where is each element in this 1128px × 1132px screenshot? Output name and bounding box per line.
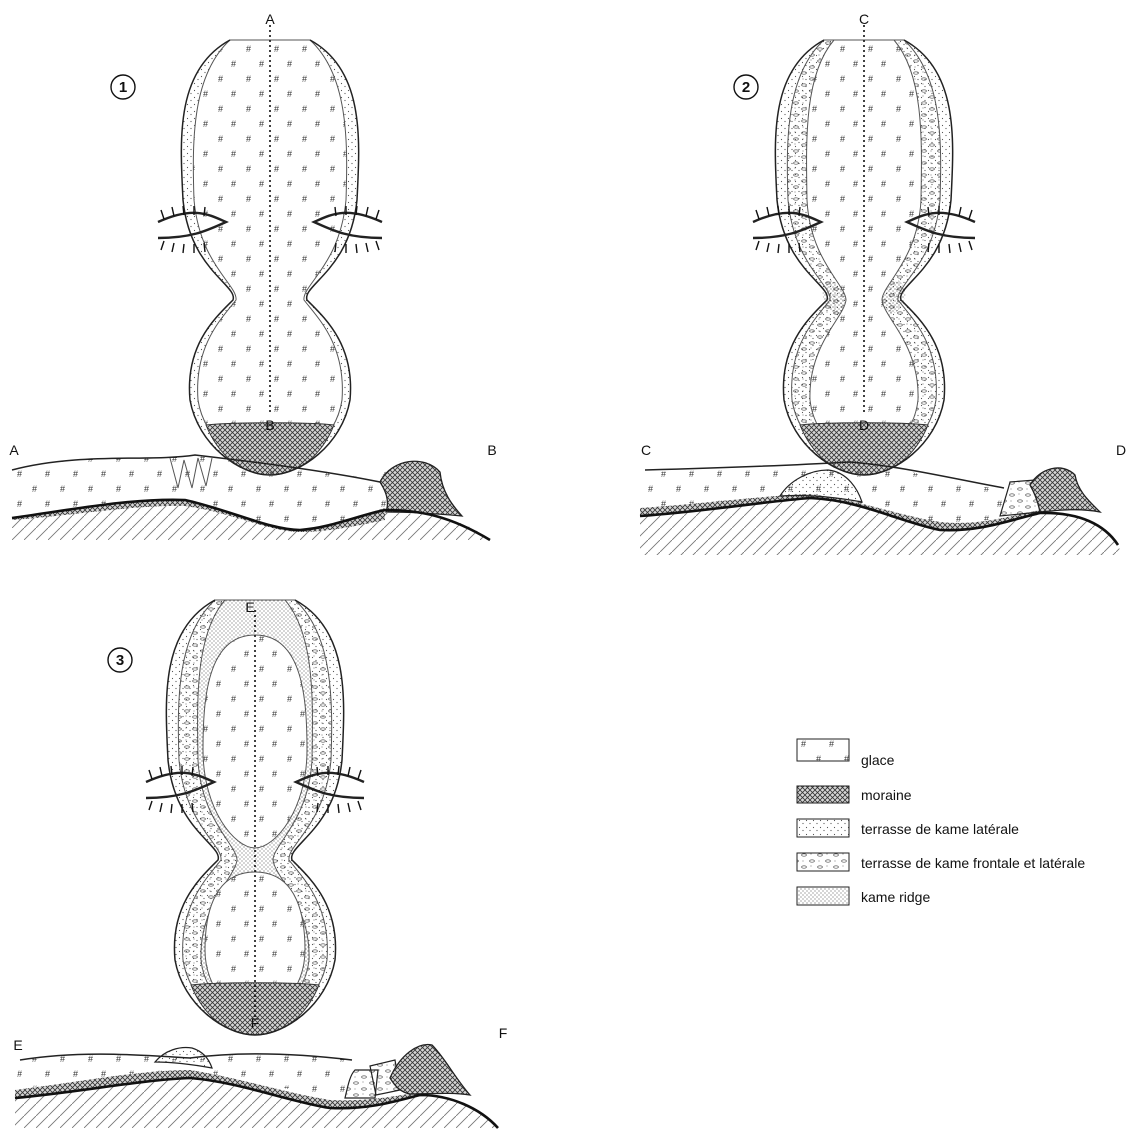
legend-label: glace [861,752,895,768]
panel-2-cross-section [640,462,1122,555]
section-label-d: D [859,417,869,433]
panel-3-plan-view [166,600,343,1035]
legend-label: terrasse de kame latérale [861,821,1019,837]
legend-swatch-pebbles [797,853,849,871]
profile-label-f: F [499,1025,508,1041]
section-label-c: C [859,11,869,27]
legend-label: moraine [861,787,912,803]
section-label-b: B [265,417,274,433]
section-label-a: A [265,11,275,27]
legend-swatch-ice [797,739,849,761]
legend-item-kame-ridge: kame ridge [797,887,930,905]
profile-label-d: D [1116,442,1126,458]
panel-1-plan-view [181,25,358,475]
panel-number-2: 2 [742,79,750,96]
profile-label-b: B [487,442,496,458]
panel-2-plan-view [775,25,952,475]
section-label-e: E [245,599,254,615]
panel-3-cross-section [15,1045,498,1128]
panel-number-badge-2: 2 [734,75,758,99]
panel-number-1: 1 [119,79,127,96]
legend-swatch-moraine [797,786,849,803]
section-label-f: F [251,1015,260,1031]
profile-label-c: C [641,442,651,458]
panel-1-cross-section [12,455,490,540]
panel-number-3: 3 [116,652,124,669]
panel-number-badge-1: 1 [111,75,135,99]
legend-item-lateral-kame-terrace: terrasse de kame latérale [797,819,1019,837]
legend-item-moraine: moraine [797,786,912,803]
panel-number-badge-3: 3 [108,648,132,672]
profile-label-a: A [9,442,19,458]
legend-swatch-lateral-dots [797,819,849,837]
legend-item-frontal-lateral-kame-terrace: terrasse de kame frontale et latérale [797,853,1085,871]
profile-label-e: E [13,1037,22,1053]
legend: glace moraine terrasse de kame latérale … [797,739,1085,905]
legend-item-glace: glace [797,739,895,768]
legend-label: terrasse de kame frontale et latérale [861,855,1085,871]
legend-label: kame ridge [861,889,930,905]
legend-swatch-dense-dots [797,887,849,905]
